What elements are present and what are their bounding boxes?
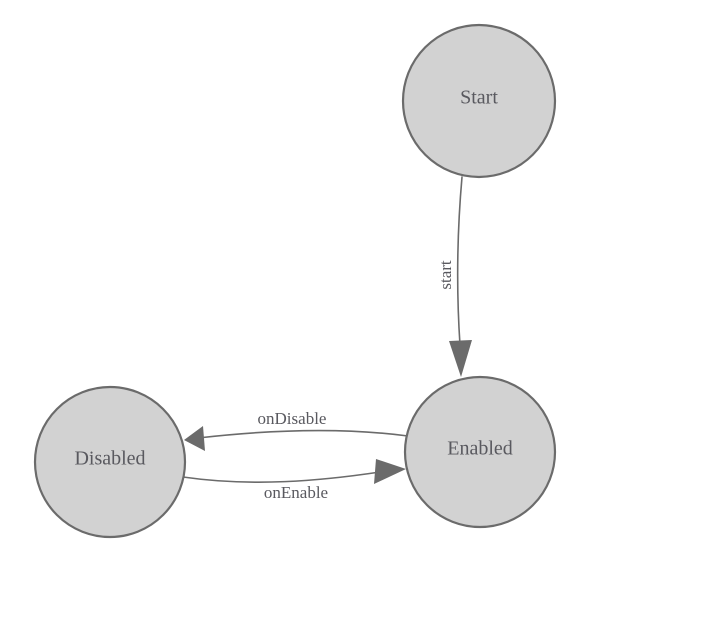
edge-enabled-to-disabled-path	[197, 429, 409, 439]
edge-disabled-to-enabled-arrowhead	[374, 459, 406, 484]
node-start[interactable]: Start	[401, 23, 557, 179]
edge-enabled-to-disabled-label: onDisable	[258, 409, 327, 428]
node-enabled[interactable]: Enabled	[403, 375, 557, 529]
node-enabled-label: Enabled	[447, 438, 513, 460]
edge-start-to-enabled-arrowhead	[449, 340, 472, 377]
edge-start-to-enabled[interactable]: start	[436, 176, 472, 377]
edge-disabled-to-enabled-path	[182, 471, 381, 483]
node-start-circle	[401, 23, 557, 179]
node-enabled-circle	[403, 375, 557, 529]
edge-start-to-enabled-path	[456, 176, 463, 346]
edge-disabled-to-enabled[interactable]: onEnable	[182, 459, 406, 502]
node-disabled[interactable]: Disabled	[33, 385, 187, 539]
edge-enabled-to-disabled-arrowhead	[184, 426, 205, 451]
edge-enabled-to-disabled[interactable]: onDisable	[184, 409, 409, 451]
edge-disabled-to-enabled-label: onEnable	[264, 483, 328, 502]
node-disabled-label: Disabled	[74, 448, 145, 470]
node-start-label: Start	[460, 87, 498, 109]
edge-start-to-enabled-label: start	[436, 260, 455, 290]
node-disabled-circle	[33, 385, 187, 539]
